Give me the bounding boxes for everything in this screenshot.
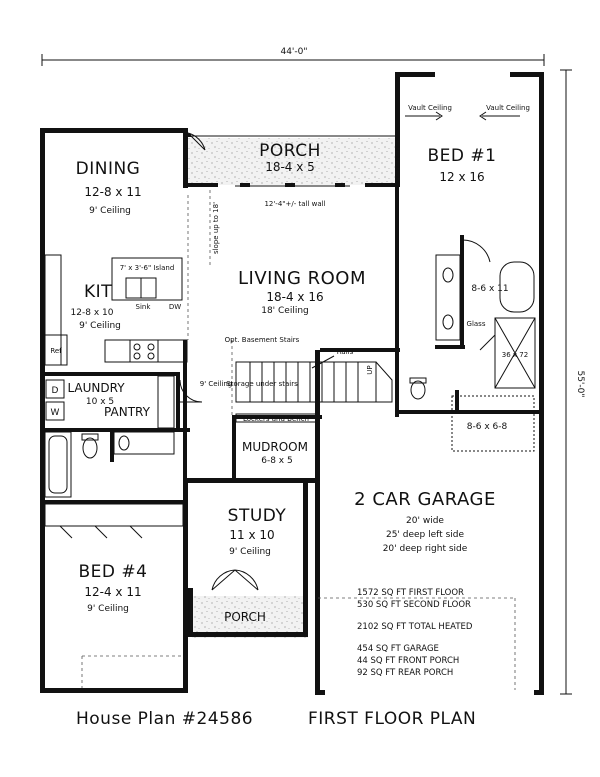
dw-label: DW <box>169 303 181 311</box>
washer-label: W <box>51 408 60 418</box>
rear-porch-frame <box>187 132 398 187</box>
bed1-title: BED #1 <box>428 146 497 166</box>
living-dim: 18-4 x 16 <box>266 290 323 304</box>
laundry-fixtures <box>45 375 203 429</box>
master-bath-fixtures <box>409 239 536 400</box>
rear-porch-slab <box>188 138 398 185</box>
master-toilet-icon <box>410 380 426 400</box>
range-counter <box>104 339 188 363</box>
dining-ceiling: 9' Ceiling <box>89 206 131 216</box>
garage-width: 20' wide <box>406 516 444 526</box>
sink-label: Sink <box>136 303 152 311</box>
garage-title: 2 CAR GARAGE <box>354 489 496 510</box>
laundry-dim: 10 x 5 <box>86 397 114 407</box>
bed4-closet <box>44 503 184 539</box>
soaking-tub <box>499 261 535 313</box>
rails-label: Rails <box>337 348 354 356</box>
pantry-ceiling: 9' Ceiling <box>200 380 233 388</box>
island-label: 7' x 3'-6" Island <box>120 264 175 272</box>
living-ceiling: 18' Ceiling <box>261 306 309 316</box>
storage-label: Storage under stairs <box>226 380 298 388</box>
overall-width-label: 44'-0" <box>280 47 307 57</box>
glass-label: Glass <box>467 320 486 328</box>
shower-dim: 36 x 72 <box>502 351 528 359</box>
master-closet-shelf <box>451 395 535 452</box>
laundry-title: LAUNDRY <box>67 381 125 395</box>
stat-total-heated: 2102 SQ FT TOTAL HEATED <box>357 622 473 632</box>
lockers-label: Lockers and Bench <box>243 415 309 423</box>
rear-porch-title: PORCH <box>259 141 321 161</box>
lockers-bench <box>235 413 317 423</box>
bed4-title: BED #4 <box>79 562 148 582</box>
plan-title: FIRST FLOOR PLAN <box>308 709 476 729</box>
dryer-label: D <box>52 386 59 396</box>
master-shower <box>494 317 536 389</box>
hall-vanity <box>113 431 175 455</box>
stat-second-floor: 530 SQ FT SECOND FLOOR <box>357 600 471 610</box>
front-porch-slab <box>192 596 308 638</box>
mudroom-title: MUDROOM <box>242 440 308 454</box>
washer-icon <box>45 401 65 421</box>
overall-depth-label: 55'-0" <box>575 370 585 397</box>
stat-garage: 454 SQ FT GARAGE <box>357 644 439 654</box>
study-double-door[interactable] <box>211 569 259 591</box>
overall-width-dimension: 44'-0" <box>41 47 545 66</box>
kitchen-fixtures <box>44 254 188 366</box>
master-vanity <box>435 254 461 341</box>
bed4-ceiling: 9' Ceiling <box>87 604 129 614</box>
bath1-dim: 8-6 x 11 <box>471 284 508 294</box>
kit-dim: 12-8 x 10 <box>71 308 114 318</box>
living-title: LIVING ROOM <box>238 268 366 289</box>
rear-porch-dim: 18-4 x 5 <box>265 160 315 174</box>
bed4-dim: 12-4 x 11 <box>84 585 141 599</box>
right-sink-icon <box>442 314 454 330</box>
hall-bath-fixtures <box>44 431 175 498</box>
stat-rear-porch: 92 SQ FT REAR PORCH <box>357 668 453 678</box>
cooktop-icon <box>129 339 159 363</box>
slope-note: slope up to 18' <box>212 202 220 254</box>
left-sink-icon <box>442 267 454 283</box>
interior-walls <box>40 187 540 504</box>
kitchen-island <box>111 257 183 301</box>
refrigerator-icon <box>44 334 68 366</box>
mudroom-dim: 6-8 x 5 <box>261 456 292 466</box>
vault-ceiling-right: Vault Ceiling <box>486 104 530 112</box>
ref-label: Ref <box>50 347 62 355</box>
garage-right-depth: 20' deep right side <box>383 544 468 554</box>
dining-title: DINING <box>76 159 141 179</box>
study-dim: 11 x 10 <box>229 528 274 542</box>
kit-ceiling: 9' Ceiling <box>79 321 121 331</box>
stairs-up-label: UP <box>366 365 374 374</box>
hall-toilet-icon <box>82 437 98 459</box>
exterior-walls <box>40 72 544 695</box>
overall-depth-dimension: 55'-0" <box>560 69 585 695</box>
square-footage-list: 1572 SQ FT FIRST FLOOR 530 SQ FT SECOND … <box>357 588 473 678</box>
front-porch-title: PORCH <box>224 610 266 624</box>
study-title: STUDY <box>228 506 287 526</box>
closet1-dim: 8-6 x 6-8 <box>467 422 508 432</box>
dryer-icon <box>45 379 65 399</box>
stat-first-floor: 1572 SQ FT FIRST FLOOR <box>357 588 464 598</box>
bed1-dim: 12 x 16 <box>439 170 484 184</box>
basement-stairs <box>235 355 393 403</box>
garage-left-depth: 25' deep left side <box>386 530 464 540</box>
hall-tub-icon <box>44 431 72 498</box>
kit-title: KIT <box>84 282 112 302</box>
study-ceiling: 9' Ceiling <box>229 547 271 557</box>
pantry-shelves <box>157 375 175 429</box>
tall-wall-note: 12'-4"+/- tall wall <box>264 200 325 208</box>
basement-stairs-label: Opt. Basement Stairs <box>225 336 300 344</box>
pantry-title: PANTRY <box>104 405 151 419</box>
dining-dim: 12-8 x 11 <box>84 185 141 199</box>
plan-number: House Plan #24586 <box>76 709 253 729</box>
vault-ceiling-left: Vault Ceiling <box>408 104 452 112</box>
stat-front-porch: 44 SQ FT FRONT PORCH <box>357 656 459 666</box>
